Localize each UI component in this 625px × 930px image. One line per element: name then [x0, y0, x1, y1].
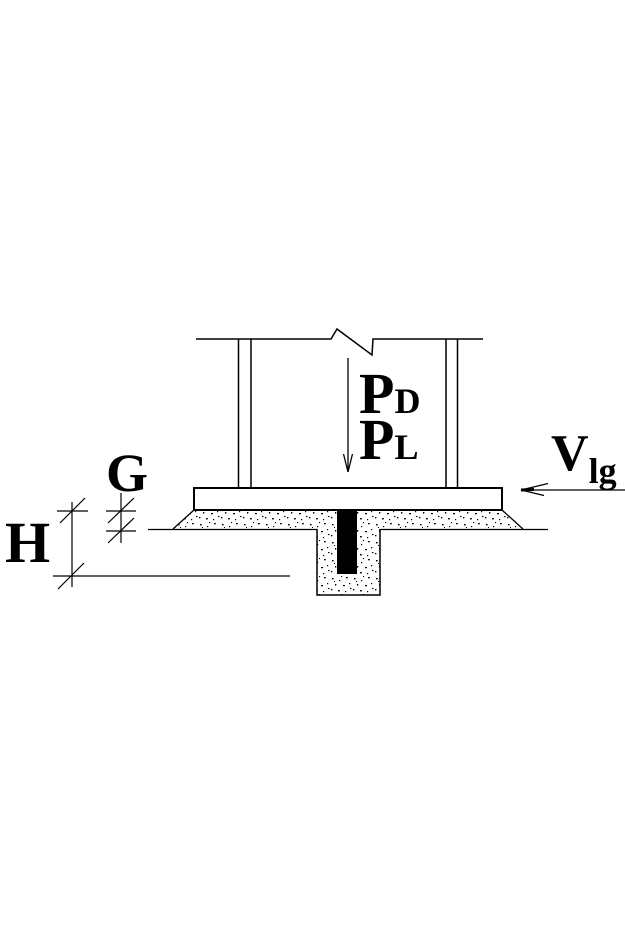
- anchor-rod: [337, 511, 357, 574]
- live-load-subscript: L: [394, 427, 418, 467]
- axial-arrowhead: [342, 453, 349, 473]
- axial-arrowhead: [347, 453, 354, 473]
- lateral-force-subscript: lg: [589, 451, 617, 491]
- lateral-arrowhead: [520, 489, 545, 497]
- g-top-tick-slash: [107, 497, 135, 524]
- grout-dimension-label: G: [106, 443, 148, 503]
- grout-right-slope: [501, 509, 524, 530]
- embedment-dimension-label: H: [5, 510, 50, 575]
- lateral-force-label: Vlg: [551, 425, 617, 491]
- h-top-tick-slash: [59, 497, 86, 524]
- dead-load-label: PD: [359, 361, 420, 426]
- axial-load-arrow: [342, 358, 354, 473]
- dimension-g: [106, 493, 136, 544]
- lateral-force-symbol: V: [551, 425, 589, 482]
- lateral-arrowhead: [520, 482, 549, 491]
- column-break-line: [196, 327, 483, 357]
- dead-load-subscript: D: [394, 381, 420, 421]
- anchor-pocket-outline: [316, 529, 381, 596]
- live-load-symbol: P: [359, 407, 394, 472]
- h-bottom-tick-slash: [57, 562, 85, 590]
- grout-left-slope: [172, 509, 195, 530]
- dimension-h: [53, 497, 290, 590]
- live-load-label: PL: [359, 407, 418, 472]
- lateral-load-arrow: [520, 482, 625, 497]
- g-bottom-tick-slash: [107, 517, 135, 544]
- dead-load-symbol: P: [359, 361, 394, 426]
- column-shaft: [237, 339, 459, 488]
- base-plate: [193, 487, 503, 511]
